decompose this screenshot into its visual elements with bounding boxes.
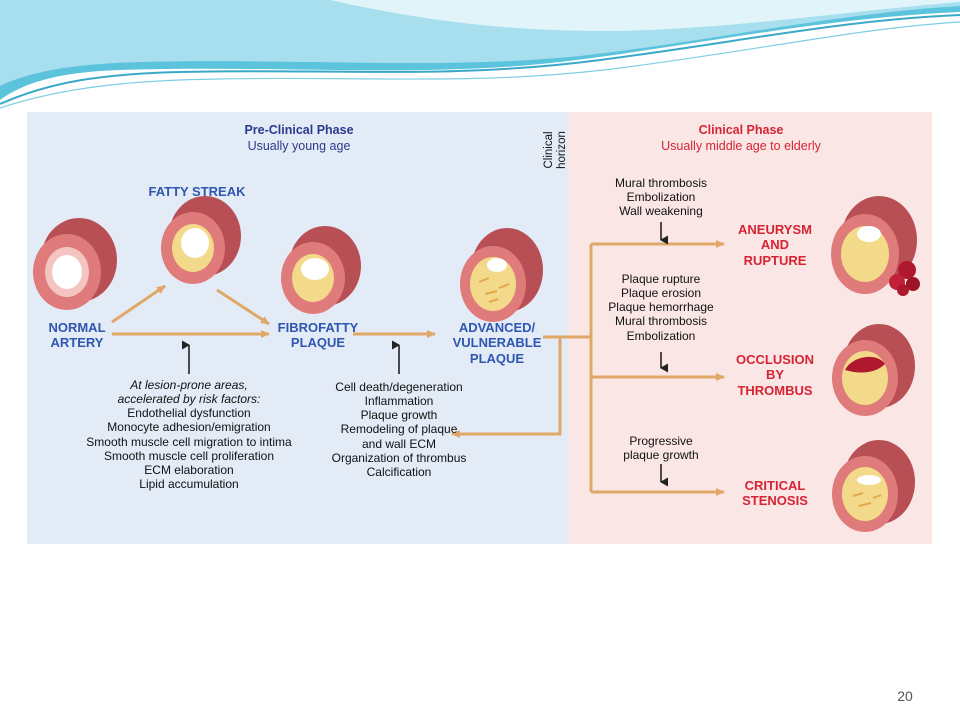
aneurysm-event-list: Mural thrombosis Embolization Wall weake… <box>593 176 729 218</box>
preclinical-panel <box>27 112 568 544</box>
advanced-label-line3: PLAQUE <box>469 350 525 366</box>
risk-item: Monocyte adhesion/emigration <box>107 420 271 435</box>
aneurysm-event: Embolization <box>626 190 696 205</box>
occlusion-illustration <box>832 324 915 416</box>
fatty-streak-illustration <box>161 196 241 284</box>
fibrofatty-label-line2: PLAQUE <box>290 335 346 351</box>
arrow-normal-to-fatty <box>111 284 166 324</box>
occlusion-event: Plaque erosion <box>620 286 702 301</box>
normal-artery-label: NORMAL ARTERY <box>27 320 127 351</box>
occlusion-label-line2: BY <box>765 367 785 383</box>
occlusion-label-line1: OCCLUSION <box>736 352 814 367</box>
fatty-streak-label: FATTY STREAK <box>148 184 246 199</box>
normal-label-line1: NORMAL <box>48 320 106 335</box>
stenosis-event: plaque growth <box>623 448 699 463</box>
risk-heading-line1: At lesion-prone areas, <box>130 378 248 392</box>
progression-item: Plaque growth <box>360 408 438 423</box>
occlusion-event: Plaque hemorrhage <box>608 300 714 315</box>
clinical-title: Clinical Phase <box>698 123 784 137</box>
risk-item: Smooth muscle cell migration to intima <box>86 434 292 449</box>
risk-factor-list: At lesion-prone areas, accelerated by ri… <box>69 378 309 491</box>
advanced-label-line2: VULNERABLE <box>452 335 542 351</box>
fibrofatty-plaque-label: FIBROFATTY PLAQUE <box>263 320 373 351</box>
risk-heading-line2: accelerated by risk factors: <box>117 392 261 407</box>
progression-factor-list: Cell death/degeneration Inflammation Pla… <box>309 380 489 479</box>
occlusion-event-list: Plaque rupture Plaque erosion Plaque hem… <box>593 272 729 343</box>
wave-white-swoosh <box>330 0 960 31</box>
aneurysm-event: Wall weakening <box>619 204 703 219</box>
fibrofatty-plaque-illustration <box>281 226 361 314</box>
diagram-graphics <box>27 112 932 544</box>
occlusion-event: Mural thrombosis <box>614 314 708 329</box>
horizon-line1: Clinical <box>542 131 555 169</box>
stenosis-event-list: Progressive plaque growth <box>593 434 729 462</box>
stenosis-event: Progressive <box>629 434 693 448</box>
normal-artery-illustration <box>33 218 117 310</box>
risk-item: Endothelial dysfunction <box>127 406 251 421</box>
wave-line-1 <box>0 14 960 105</box>
critical-label-line2: STENOSIS <box>742 493 808 509</box>
aneurysm-illustration <box>831 196 920 296</box>
critical-label-line1: CRITICAL <box>744 478 806 493</box>
advanced-plaque-label: ADVANCED/ VULNERABLE PLAQUE <box>437 320 557 366</box>
occlusion-event: Plaque rupture <box>621 272 701 286</box>
aneurysm-label-line2: AND <box>760 237 790 253</box>
preclinical-subtitle: Usually young age <box>247 139 351 153</box>
wave-line-2 <box>0 21 960 109</box>
header-wave-banner <box>0 0 960 109</box>
occlusion-label-line3: THROMBUS <box>737 382 813 398</box>
occlusion-event: Embolization <box>626 328 696 343</box>
fibrofatty-label-line1: FIBROFATTY <box>277 320 359 335</box>
critical-stenosis-label: CRITICAL STENOSIS <box>725 478 825 509</box>
occlusion-label: OCCLUSION BY THROMBUS <box>725 352 825 398</box>
arrow-fatty-to-fibrofatty <box>216 288 270 326</box>
progression-item: Inflammation <box>364 394 434 409</box>
aneurysm-event: Mural thrombosis <box>614 176 708 190</box>
advanced-label-line1: ADVANCED/ <box>458 320 536 335</box>
progression-item: Remodeling of plaque <box>340 422 458 437</box>
atherosclerosis-diagram: Pre-Clinical Phase Usually young age Cli… <box>27 112 932 544</box>
arrow-advanced-out <box>451 335 562 438</box>
aneurysm-label-line3: RUPTURE <box>743 252 807 268</box>
normal-label-line2: ARTERY <box>50 335 104 351</box>
aneurysm-label: ANEURYSM AND RUPTURE <box>725 222 825 268</box>
progression-item: and wall ECM <box>361 436 437 451</box>
progression-item: Organization of thrombus <box>331 450 467 465</box>
clinical-subtitle: Usually middle age to elderly <box>661 139 821 153</box>
aneurysm-label-line1: ANEURYSM <box>738 222 812 237</box>
progression-item: Calcification <box>366 464 432 479</box>
progression-item: Cell death/degeneration <box>335 380 463 394</box>
clinical-horizon-label: Clinical horizon <box>543 131 569 169</box>
preclinical-title: Pre-Clinical Phase <box>244 123 354 137</box>
risk-item: Lipid accumulation <box>139 477 239 492</box>
critical-stenosis-illustration <box>832 440 915 532</box>
advanced-plaque-illustration <box>460 228 543 322</box>
slide-number: 20 <box>897 688 913 704</box>
risk-item: Smooth muscle cell proliferation <box>103 448 275 463</box>
horizon-line2: horizon <box>556 131 568 169</box>
risk-item: ECM elaboration <box>144 462 234 477</box>
